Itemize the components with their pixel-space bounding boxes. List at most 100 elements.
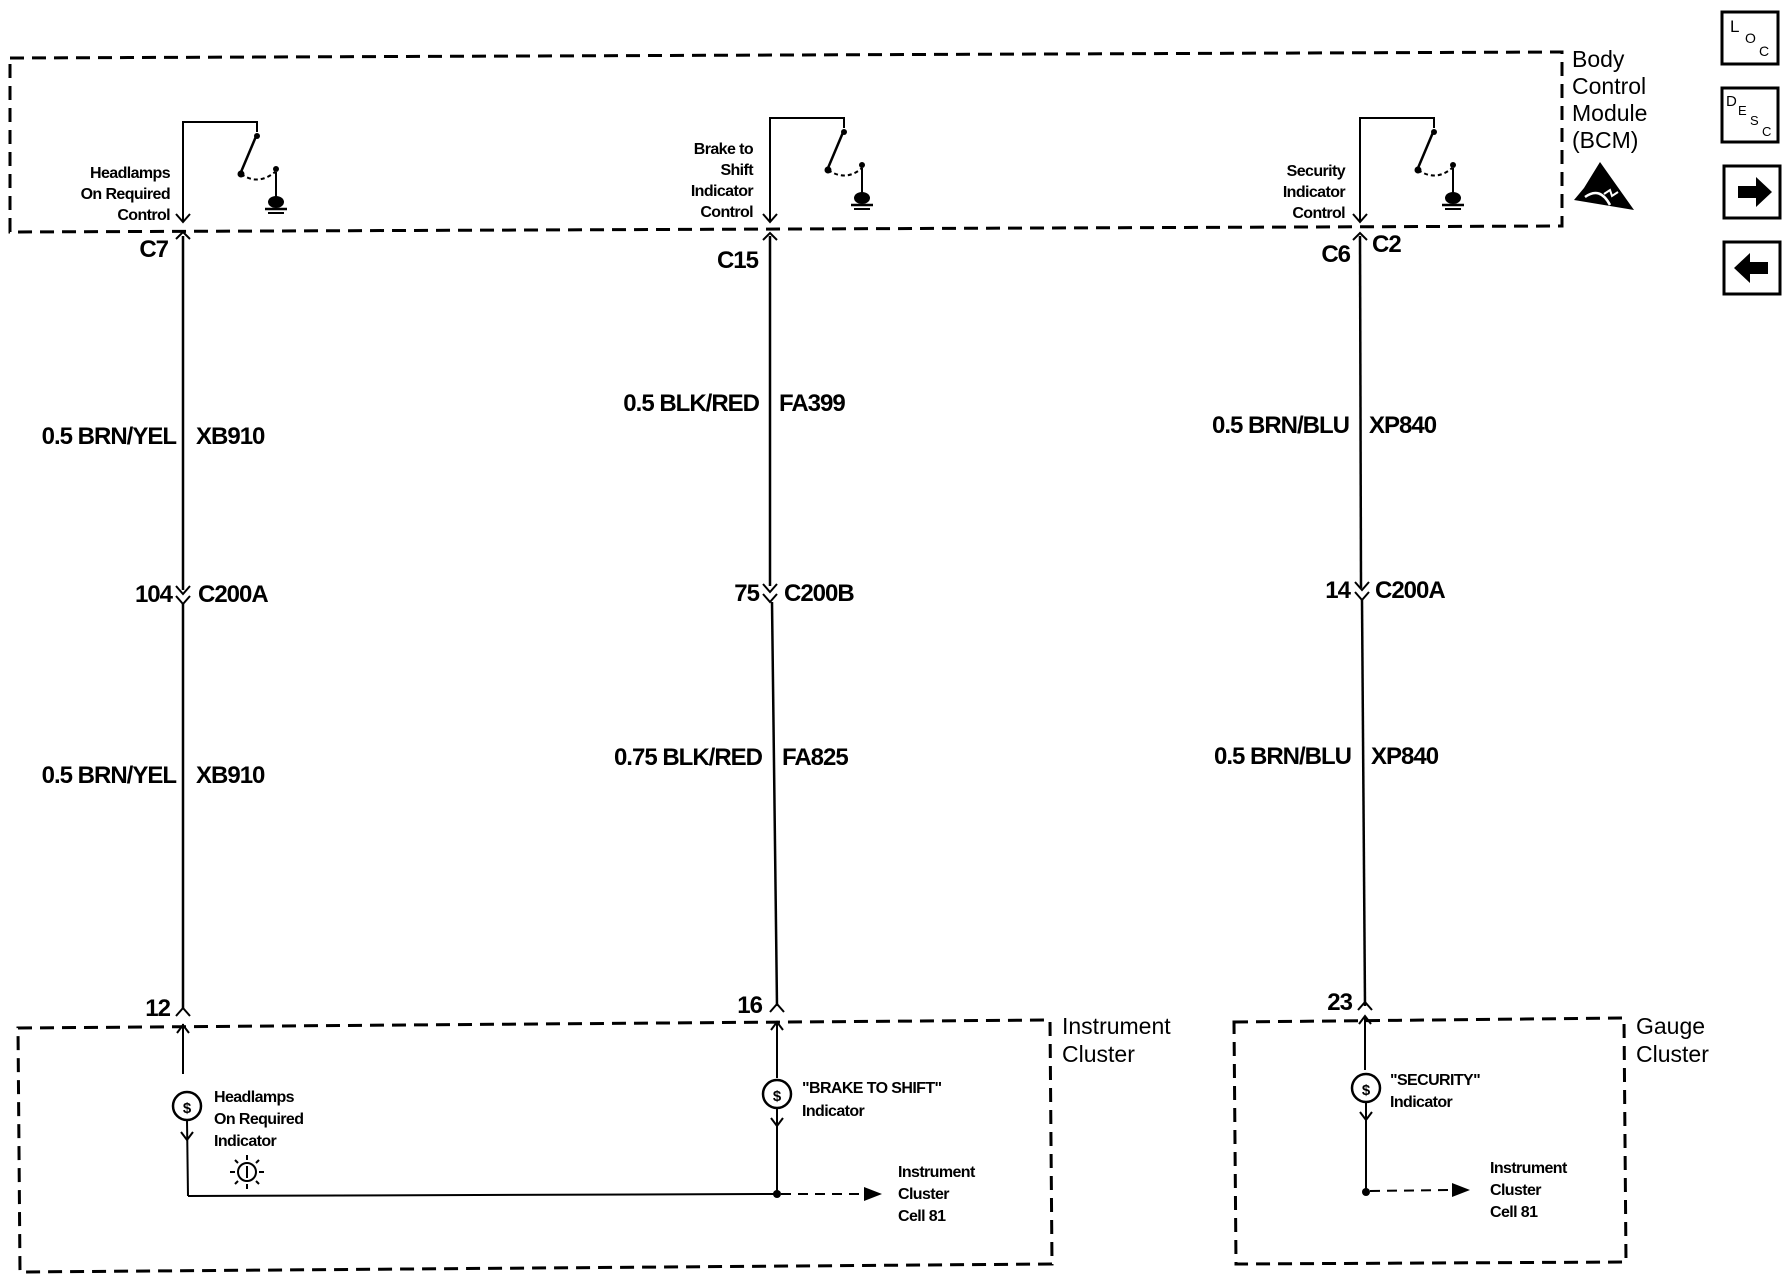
wire-fa825 — [770, 601, 779, 1007]
esd-sensitive-icon — [1574, 162, 1634, 210]
bcm-box — [8, 50, 1564, 234]
previous-page-button[interactable] — [1722, 240, 1782, 296]
svg-text:$: $ — [773, 1088, 782, 1105]
arrow-right-icon — [864, 1187, 882, 1201]
connector-name-b: C200B — [784, 580, 854, 607]
svg-text:Instrument: Instrument — [898, 1164, 976, 1181]
wire-circuit-c1: XP840 — [1369, 412, 1437, 439]
svg-text:L: L — [1730, 17, 1739, 36]
svg-text:"SECURITY": "SECURITY" — [1390, 1072, 1480, 1089]
wire-circuit-b1: FA399 — [779, 390, 845, 417]
brake-control-label: Brake to Shift Indicator Control — [691, 141, 755, 221]
connector-pin-b: 75 — [734, 580, 759, 607]
wire-spec-a1: 0.5 BRN/YEL — [42, 423, 177, 450]
svg-text:Cluster: Cluster — [1636, 1041, 1709, 1067]
bcm-label: Body Control Module (BCM) — [1572, 46, 1647, 153]
svg-text:$: $ — [1362, 1082, 1371, 1099]
pin-c15: C15 — [717, 247, 759, 274]
instrument-cluster-label: Instrument Cluster — [1062, 1013, 1171, 1067]
connector-name-c: C200A — [1375, 577, 1445, 604]
wire-xp840-lower — [1360, 599, 1367, 1007]
wire-circuit-b2: FA825 — [782, 744, 848, 771]
svg-text:(BCM): (BCM) — [1572, 127, 1638, 153]
wire-spec-b2: 0.75 BLK/RED — [614, 744, 763, 771]
connector-pin-a: 104 — [135, 581, 174, 608]
arrow-right-icon — [1738, 177, 1772, 207]
gauge-cluster-box — [1232, 1016, 1628, 1266]
wire-spec-b1: 0.5 BLK/RED — [623, 390, 759, 417]
pin-c6: C6 — [1321, 241, 1350, 268]
pin-16: 16 — [737, 992, 762, 1019]
svg-text:Headlamps: Headlamps — [90, 165, 171, 182]
gauge-cell-ref: Instrument Cluster Cell 81 — [1490, 1160, 1569, 1221]
pin-12: 12 — [145, 995, 170, 1022]
ground-icon — [1440, 160, 1466, 211]
wire-spec-a2: 0.5 BRN/YEL — [42, 762, 177, 789]
arrow-left-icon — [1734, 253, 1768, 283]
svg-text:E: E — [1738, 103, 1747, 118]
svg-text:Control: Control — [1292, 205, 1345, 222]
svg-text:Cluster: Cluster — [1062, 1041, 1135, 1067]
desc-button[interactable]: D E S C — [1720, 86, 1780, 144]
ground-icon — [849, 160, 875, 211]
svg-text:Instrument: Instrument — [1490, 1160, 1568, 1177]
next-page-button[interactable] — [1722, 164, 1782, 220]
wire-circuit-c2: XP840 — [1371, 743, 1439, 770]
svg-text:Control: Control — [1572, 73, 1646, 99]
svg-text:Control: Control — [117, 207, 170, 224]
instrument-cluster-box — [16, 1018, 1054, 1274]
security-control-label: Security Indicator Control — [1283, 163, 1346, 222]
security-switch — [1359, 117, 1466, 222]
svg-text:"BRAKE TO SHIFT": "BRAKE TO SHIFT" — [802, 1080, 942, 1097]
wire-spec-c1: 0.5 BRN/BLU — [1212, 412, 1349, 439]
svg-text:$: $ — [183, 1100, 192, 1117]
svg-text:Body: Body — [1572, 46, 1625, 72]
headlamps-switch — [182, 121, 289, 222]
arrow-right-icon — [1452, 1183, 1470, 1197]
security-indicator-symbol: $ — [1350, 1072, 1382, 1104]
headlamps-indicator-label: Headlamps On Required Indicator — [214, 1089, 304, 1150]
svg-text:Shift: Shift — [720, 162, 754, 179]
wire-circuit-a2: XB910 — [196, 762, 265, 789]
svg-text:Indicator: Indicator — [1283, 184, 1346, 201]
svg-text:O: O — [1745, 30, 1756, 46]
lamp-bulb-icon — [230, 1155, 264, 1189]
pin-23: 23 — [1327, 989, 1352, 1016]
svg-text:Instrument: Instrument — [1062, 1013, 1171, 1039]
svg-text:Indicator: Indicator — [691, 183, 754, 200]
svg-text:Cluster: Cluster — [1490, 1182, 1541, 1199]
svg-text:Cell 81: Cell 81 — [898, 1208, 946, 1225]
splice-point — [1362, 1188, 1370, 1196]
ground-icon — [263, 164, 289, 215]
svg-text:Module: Module — [1572, 100, 1647, 126]
svg-text:Headlamps: Headlamps — [214, 1089, 295, 1106]
brake-indicator-symbol: $ — [761, 1078, 793, 1110]
pin-c7: C7 — [139, 236, 168, 263]
svg-text:Indicator: Indicator — [802, 1103, 865, 1120]
instrument-cell-ref: Instrument Cluster Cell 81 — [898, 1164, 977, 1225]
svg-text:Brake to: Brake to — [694, 141, 754, 158]
pin-c2: C2 — [1372, 231, 1401, 258]
loc-button[interactable]: L O C — [1720, 10, 1780, 66]
svg-text:Indicator: Indicator — [1390, 1094, 1453, 1111]
svg-text:Cell 81: Cell 81 — [1490, 1204, 1538, 1221]
svg-text:Gauge: Gauge — [1636, 1013, 1705, 1039]
splice-point — [773, 1190, 781, 1198]
svg-text:On Required: On Required — [81, 186, 170, 203]
gauge-cluster-label: Gauge Cluster — [1636, 1013, 1709, 1067]
svg-text:On Required: On Required — [214, 1111, 303, 1128]
brake-indicator-label: "BRAKE TO SHIFT" Indicator — [802, 1080, 942, 1120]
security-indicator-label: "SECURITY" Indicator — [1390, 1072, 1481, 1111]
svg-text:Indicator: Indicator — [214, 1133, 277, 1150]
svg-text:Cluster: Cluster — [898, 1186, 949, 1203]
svg-text:C: C — [1762, 124, 1771, 139]
brake-switch — [769, 117, 875, 222]
wire-spec-c2: 0.5 BRN/BLU — [1214, 743, 1351, 770]
wire-circuit-a1: XB910 — [196, 423, 265, 450]
headlamps-control-label: Headlamps On Required Control — [81, 165, 172, 224]
connector-pin-c: 14 — [1325, 577, 1351, 604]
connector-c200b-symbol — [762, 583, 778, 604]
svg-text:D: D — [1726, 93, 1737, 110]
svg-text:C: C — [1759, 43, 1769, 59]
